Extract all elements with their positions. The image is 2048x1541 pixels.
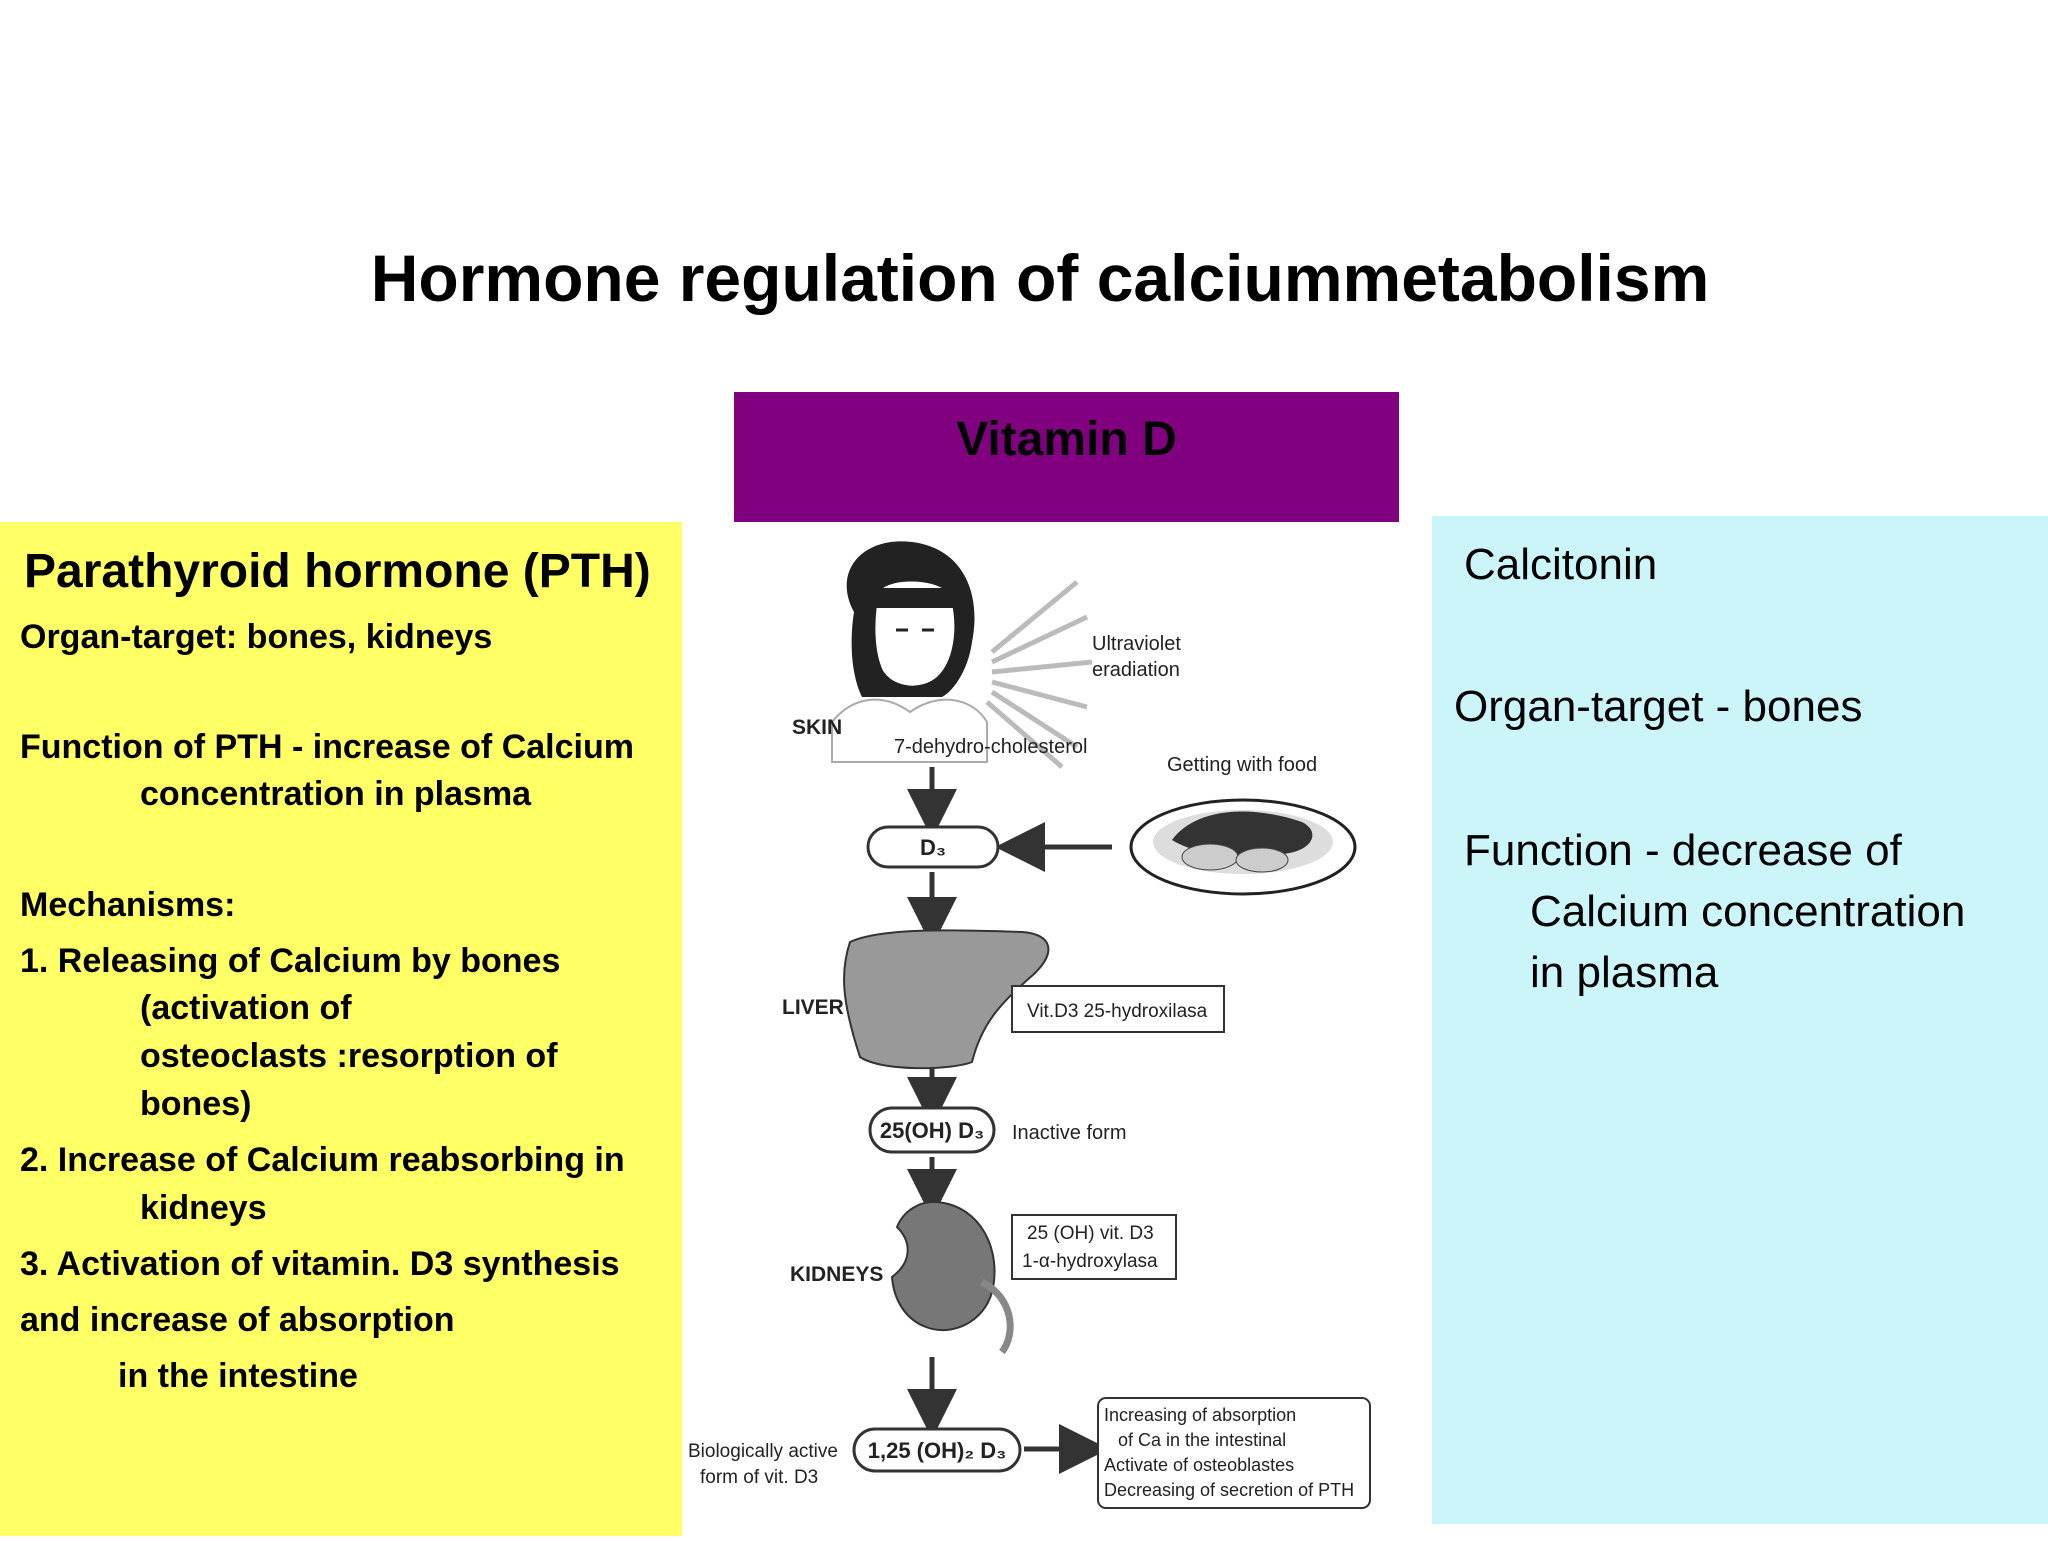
woman-head-icon (831, 541, 988, 763)
inactive-form-label: Inactive form (1012, 1122, 1126, 1144)
vitamin-d-label: Vitamin D (956, 413, 1177, 466)
pth-mechanism-2-line-2: kidneys (140, 1189, 267, 1227)
pth-mechanism-2-line-1: 2. Increase of Calcium reabsorbing in (20, 1141, 625, 1179)
calcitonin-function-line-2: Calcium concentration (1530, 887, 1966, 936)
active-label-1: Biologically active (688, 1441, 838, 1462)
sun-rays-icon (985, 580, 1093, 769)
effect-1: Increasing of absorption (1104, 1405, 1296, 1425)
liver-enzyme-label: Vit.D3 25-hydroxilasa (1027, 1001, 1208, 1022)
calcitonin-function-line-3: in plasma (1530, 948, 1719, 997)
liver-label: LIVER (782, 996, 844, 1019)
effects-box (1097, 1397, 1371, 1509)
pth-mechanism-1-line-4: bones) (140, 1085, 252, 1123)
vitamin-d-header: Vitamin D (734, 392, 1399, 522)
calcitonin-function-line-1: Function - decrease of (1464, 826, 1902, 875)
pth-mechanism-1-line-1: 1. Releasing of Calcium by bones (20, 942, 561, 980)
slide-title: Hormone regulation of calciummetabolism (370, 241, 1710, 315)
pth-mechanism-1-line-3: osteoclasts :resorption of (140, 1037, 558, 1075)
liver-enzyme-box (1011, 985, 1225, 1033)
food-plate-icon (1129, 798, 1357, 896)
kidneys-label: KIDNEYS (790, 1263, 883, 1286)
calcitonin-organ-target: Organ-target - bones (1454, 682, 1863, 731)
kidney-enzyme-label-1: 25 (OH) vit. D3 (1027, 1223, 1154, 1244)
effect-4: Decreasing of secretion of PTH (1104, 1480, 1354, 1500)
active-compound-label: 1,25 (OH)₂ D₃ (868, 1438, 1007, 1463)
effect-2: of Ca in the intestinal (1118, 1430, 1286, 1450)
pth-mechanism-3-line-3: in the intestine (118, 1357, 358, 1395)
d3-node (866, 825, 1000, 869)
kidney-enzyme-label-2: 1-α-hydroxylasa (1022, 1251, 1158, 1272)
pth-mechanism-3-line-1: 3. Activation of vitamin. D3 synthesis (20, 1245, 620, 1283)
liver-icon (843, 929, 1050, 1070)
pth-panel: Parathyroid hormone (PTH) Organ-target: … (0, 522, 682, 1536)
active-label-2: form of vit. D3 (700, 1467, 818, 1488)
pth-organ-target: Organ-target: bones, kidneys (20, 618, 493, 656)
effect-3: Activate of osteoblastes (1104, 1455, 1294, 1475)
vitamin-d-pathway-diagram: Ultraviolet eradiation SKIN 7-dehydro-ch… (682, 522, 1432, 1536)
pth-mechanism-3-line-2: and increase of absorption (20, 1301, 455, 1339)
uv-label-1: Ultraviolet (1092, 633, 1181, 655)
kidney-enzyme-box (1011, 1214, 1177, 1280)
pth-function-line-2: concentration in plasma (140, 775, 532, 813)
inactive-compound-label: 25(OH) D₃ (880, 1118, 984, 1143)
skin-label: SKIN (792, 716, 842, 739)
uv-label-2: eradiation (1092, 659, 1180, 681)
calcitonin-title: Calcitonin (1464, 540, 1658, 589)
calcitonin-panel: Calcitonin Organ-target - bones Function… (1432, 516, 2048, 1524)
d3-label: D₃ (920, 835, 946, 860)
active-compound-node (852, 1427, 1022, 1473)
pth-mechanisms-heading: Mechanisms: (20, 886, 236, 924)
pathway-svg: Ultraviolet eradiation SKIN 7-dehydro-ch… (688, 541, 1371, 1509)
inactive-compound-node (868, 1106, 996, 1154)
food-label: Getting with food (1167, 754, 1317, 776)
pth-function-line-1: Function of PTH - increase of Calcium (20, 728, 634, 766)
precursor-label: 7-dehydro-cholesterol (894, 736, 1087, 758)
pth-mechanism-1-line-2: (activation of (140, 989, 352, 1027)
kidney-icon (890, 1200, 996, 1332)
pth-title: Parathyroid hormone (PTH) (24, 545, 651, 598)
